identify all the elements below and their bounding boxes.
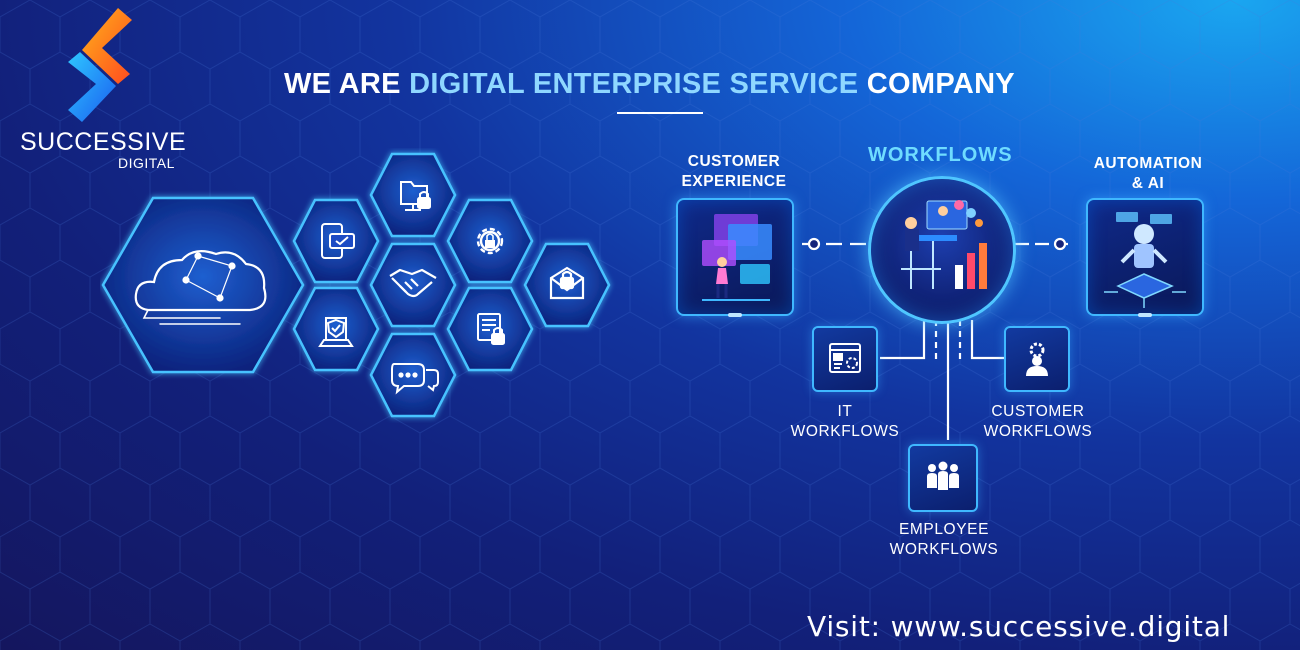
it-workflows-icon	[829, 343, 861, 373]
it-workflows-label: IT WORKFLOWS	[780, 402, 910, 442]
employee-workflows-card	[908, 444, 978, 512]
employee-workflows-line1: EMPLOYEE	[898, 521, 990, 538]
workflows-title: WORKFLOWS	[868, 144, 1013, 166]
it-workflows-card	[812, 326, 878, 392]
hex-handshake	[369, 242, 457, 328]
customer-experience-illustration	[702, 214, 772, 301]
chat-bubbles-icon	[391, 363, 439, 395]
automation-ai-line2: & AI	[1131, 175, 1165, 192]
customer-workflows-line2: WORKFLOWS	[983, 423, 1093, 440]
document-lock-icon	[477, 313, 505, 345]
customer-workflows-icon	[1026, 342, 1048, 376]
it-workflows-line2: WORKFLOWS	[790, 423, 900, 440]
customer-experience-line1: CUSTOMER	[687, 153, 781, 170]
workflows-hub-illustration	[901, 200, 987, 289]
gear-lock-icon	[476, 227, 504, 255]
title-part-b: DIGITAL ENTERPRISE SERVICE	[409, 68, 859, 100]
customer-experience-label: CUSTOMER EXPERIENCE	[674, 152, 794, 192]
laptop-shield-icon	[318, 317, 354, 347]
automation-ai-line1: AUTOMATION	[1093, 155, 1203, 172]
brand-logo: SUCCESSIVE DIGITAL	[18, 4, 188, 174]
hex-cloud	[101, 196, 305, 374]
website-link[interactable]: Visit: www.successive.digital	[807, 610, 1231, 643]
it-workflows-line1: IT	[837, 403, 853, 420]
mobile-payment-icon	[321, 223, 355, 259]
folder-lock-icon	[400, 181, 431, 211]
brand-name: SUCCESSIVE	[20, 128, 187, 156]
automation-ai-illustration	[1104, 212, 1186, 308]
hex-folder	[369, 152, 457, 238]
card-notch	[1138, 313, 1152, 317]
title-underline	[617, 112, 703, 114]
card-notch	[728, 313, 742, 317]
brand-logo-mark	[68, 8, 132, 122]
mail-lock-icon	[549, 266, 585, 300]
workflows-hub	[868, 176, 1016, 324]
employee-workflows-line2: WORKFLOWS	[889, 541, 999, 558]
workflow-connectors	[802, 237, 1068, 440]
hex-cluster	[101, 152, 611, 418]
handshake-icon	[389, 268, 437, 298]
automation-ai-label: AUTOMATION & AI	[1084, 154, 1212, 194]
title-part-c: COMPANY	[858, 68, 1015, 100]
workflow-diagram: WORKFLOWS CUSTOMER EXPERIENCE	[660, 140, 1260, 570]
employee-workflows-icon	[927, 461, 959, 490]
automation-ai-card	[1086, 198, 1204, 317]
cloud-network-icon	[134, 249, 267, 325]
customer-workflows-line1: CUSTOMER	[991, 403, 1085, 420]
title-part-a: WE ARE	[284, 68, 410, 100]
customer-experience-line2: EXPERIENCE	[681, 173, 787, 190]
customer-workflows-card	[1004, 326, 1070, 392]
customer-workflows-label: CUSTOMER WORKFLOWS	[968, 402, 1108, 442]
employee-workflows-label: EMPLOYEE WORKFLOWS	[874, 520, 1014, 560]
brand-subtitle: DIGITAL	[118, 155, 175, 171]
customer-experience-card	[676, 198, 794, 317]
